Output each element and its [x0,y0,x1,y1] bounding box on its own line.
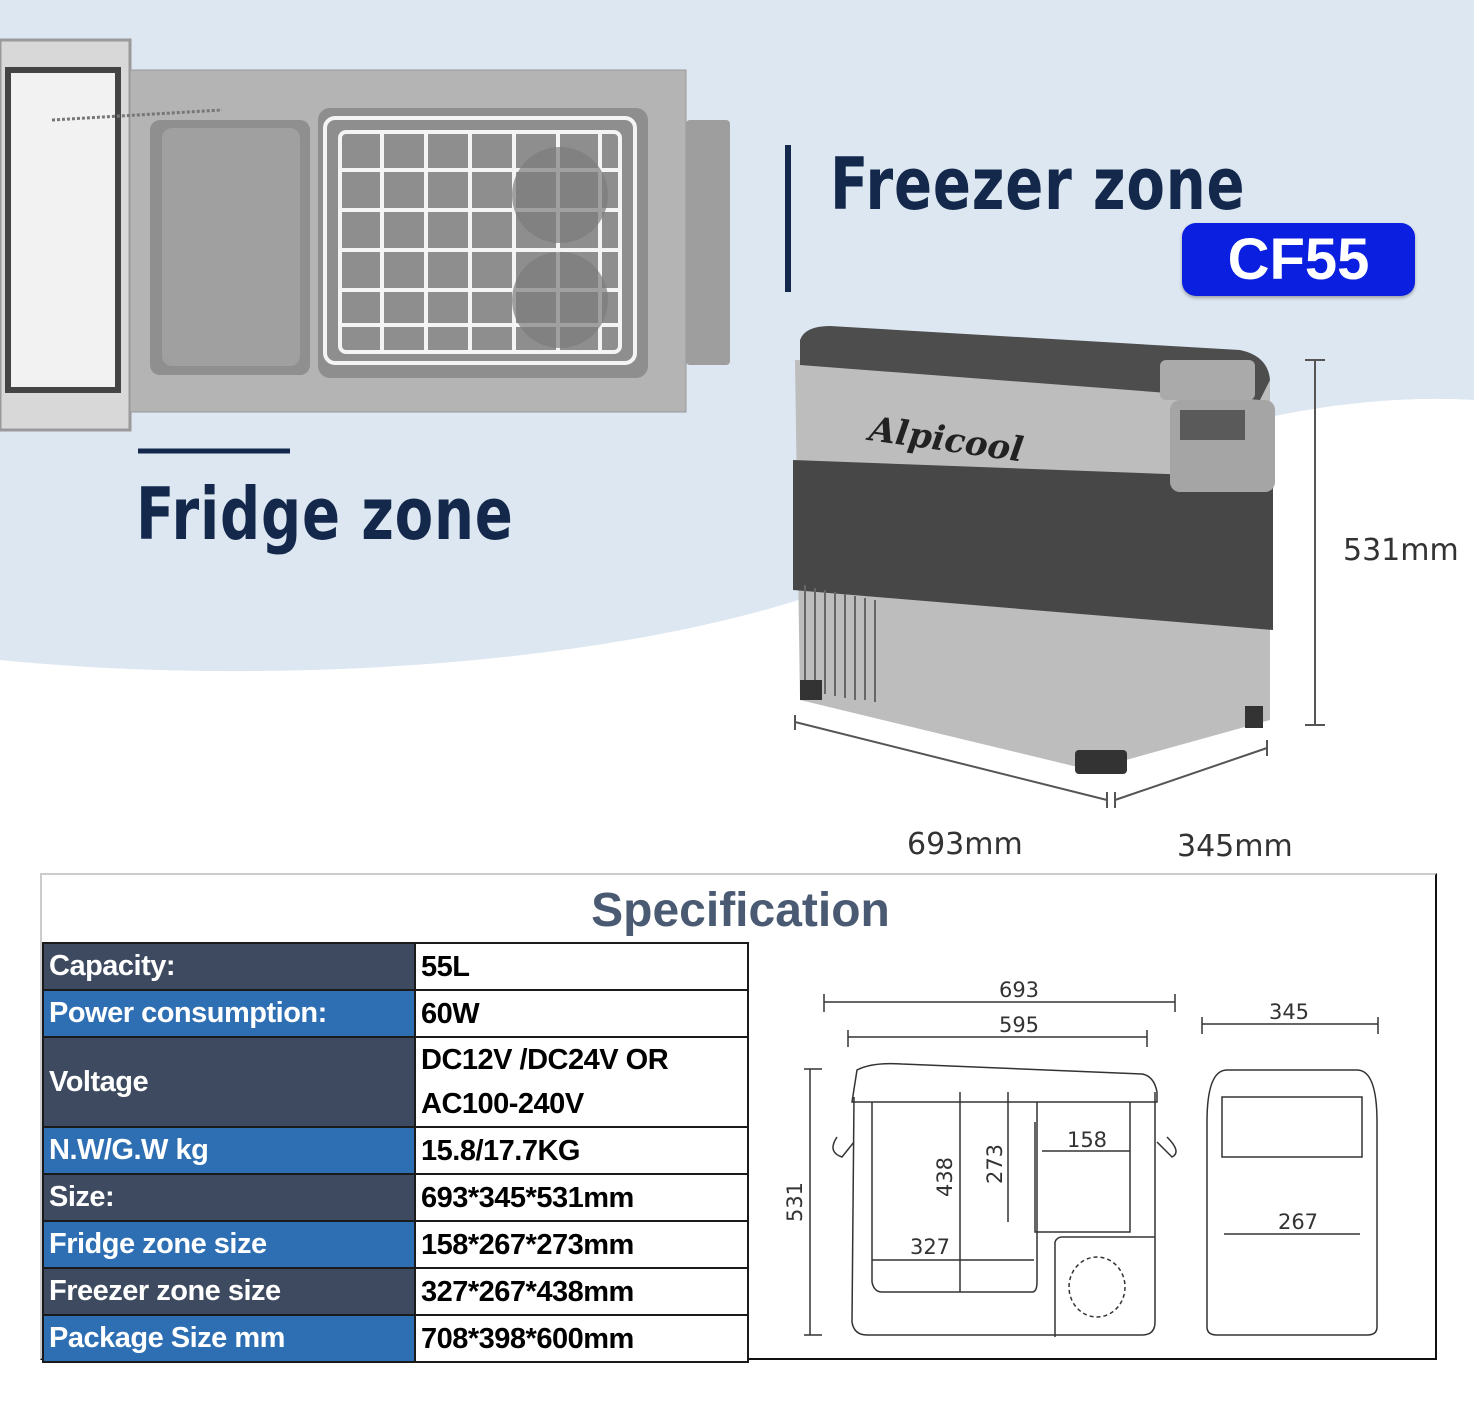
dim-531: 531 [783,1182,807,1222]
spec-value: 708*398*600mm [414,1314,749,1363]
dim-595: 595 [999,1013,1039,1037]
specification-panel: Specification Capacity:55L Power consump… [40,873,1437,1363]
dim-693: 693 [999,978,1039,1002]
depth-dimension: 345mm [1177,829,1293,864]
dim-345: 345 [1269,1000,1309,1024]
dim-267: 267 [1278,1210,1318,1234]
table-row: Power consumption:60W [42,989,749,1038]
height-dimension: 531mm [1343,533,1459,568]
spec-value: 693*345*531mm [414,1173,749,1222]
table-row: Capacity:55L [42,942,749,991]
dim-327: 327 [910,1235,950,1259]
spec-label: Capacity: [42,942,416,991]
spec-value: DC12V /DC24V OR AC100-240V [414,1036,749,1128]
model-badge: CF55 [1182,223,1415,296]
spec-value: 55L [414,942,749,991]
voltage-line-2: AC100-240V [421,1088,584,1120]
spec-label: N.W/G.W kg [42,1126,416,1175]
table-row: Size:693*345*531mm [42,1173,749,1222]
spec-value: 60W [414,989,749,1038]
specification-title: Specification [591,884,890,937]
length-dimension: 693mm [907,827,1023,862]
dimension-diagram: 693 595 345 531 438 273 158 327 267 [783,978,1379,1337]
spec-value: 327*267*438mm [414,1267,749,1316]
freezer-zone-heading: Freezer zone [830,142,1246,226]
spec-label: Power consumption: [42,989,416,1038]
spec-table: Capacity:55L Power consumption:60W Volta… [42,942,749,1363]
spec-label: Fridge zone size [42,1220,416,1269]
fridge-product-image: Alpicool [793,326,1275,774]
spec-label: Package Size mm [42,1314,416,1363]
dim-273: 273 [983,1144,1007,1184]
spec-label: Voltage [42,1036,416,1128]
voltage-line-1: DC12V /DC24V OR [421,1044,669,1076]
open-fridge-image [0,38,730,432]
spec-value: 158*267*273mm [414,1220,749,1269]
dimension-lines [794,359,1325,808]
spec-label: Freezer zone size [42,1267,416,1316]
dim-158: 158 [1067,1128,1107,1152]
dim-438: 438 [933,1157,957,1197]
spec-label: Size: [42,1173,416,1222]
fridge-zone-heading: Fridge zone [136,472,514,556]
background: Alpicool [0,0,1474,808]
spec-value: 15.8/17.7KG [414,1126,749,1175]
